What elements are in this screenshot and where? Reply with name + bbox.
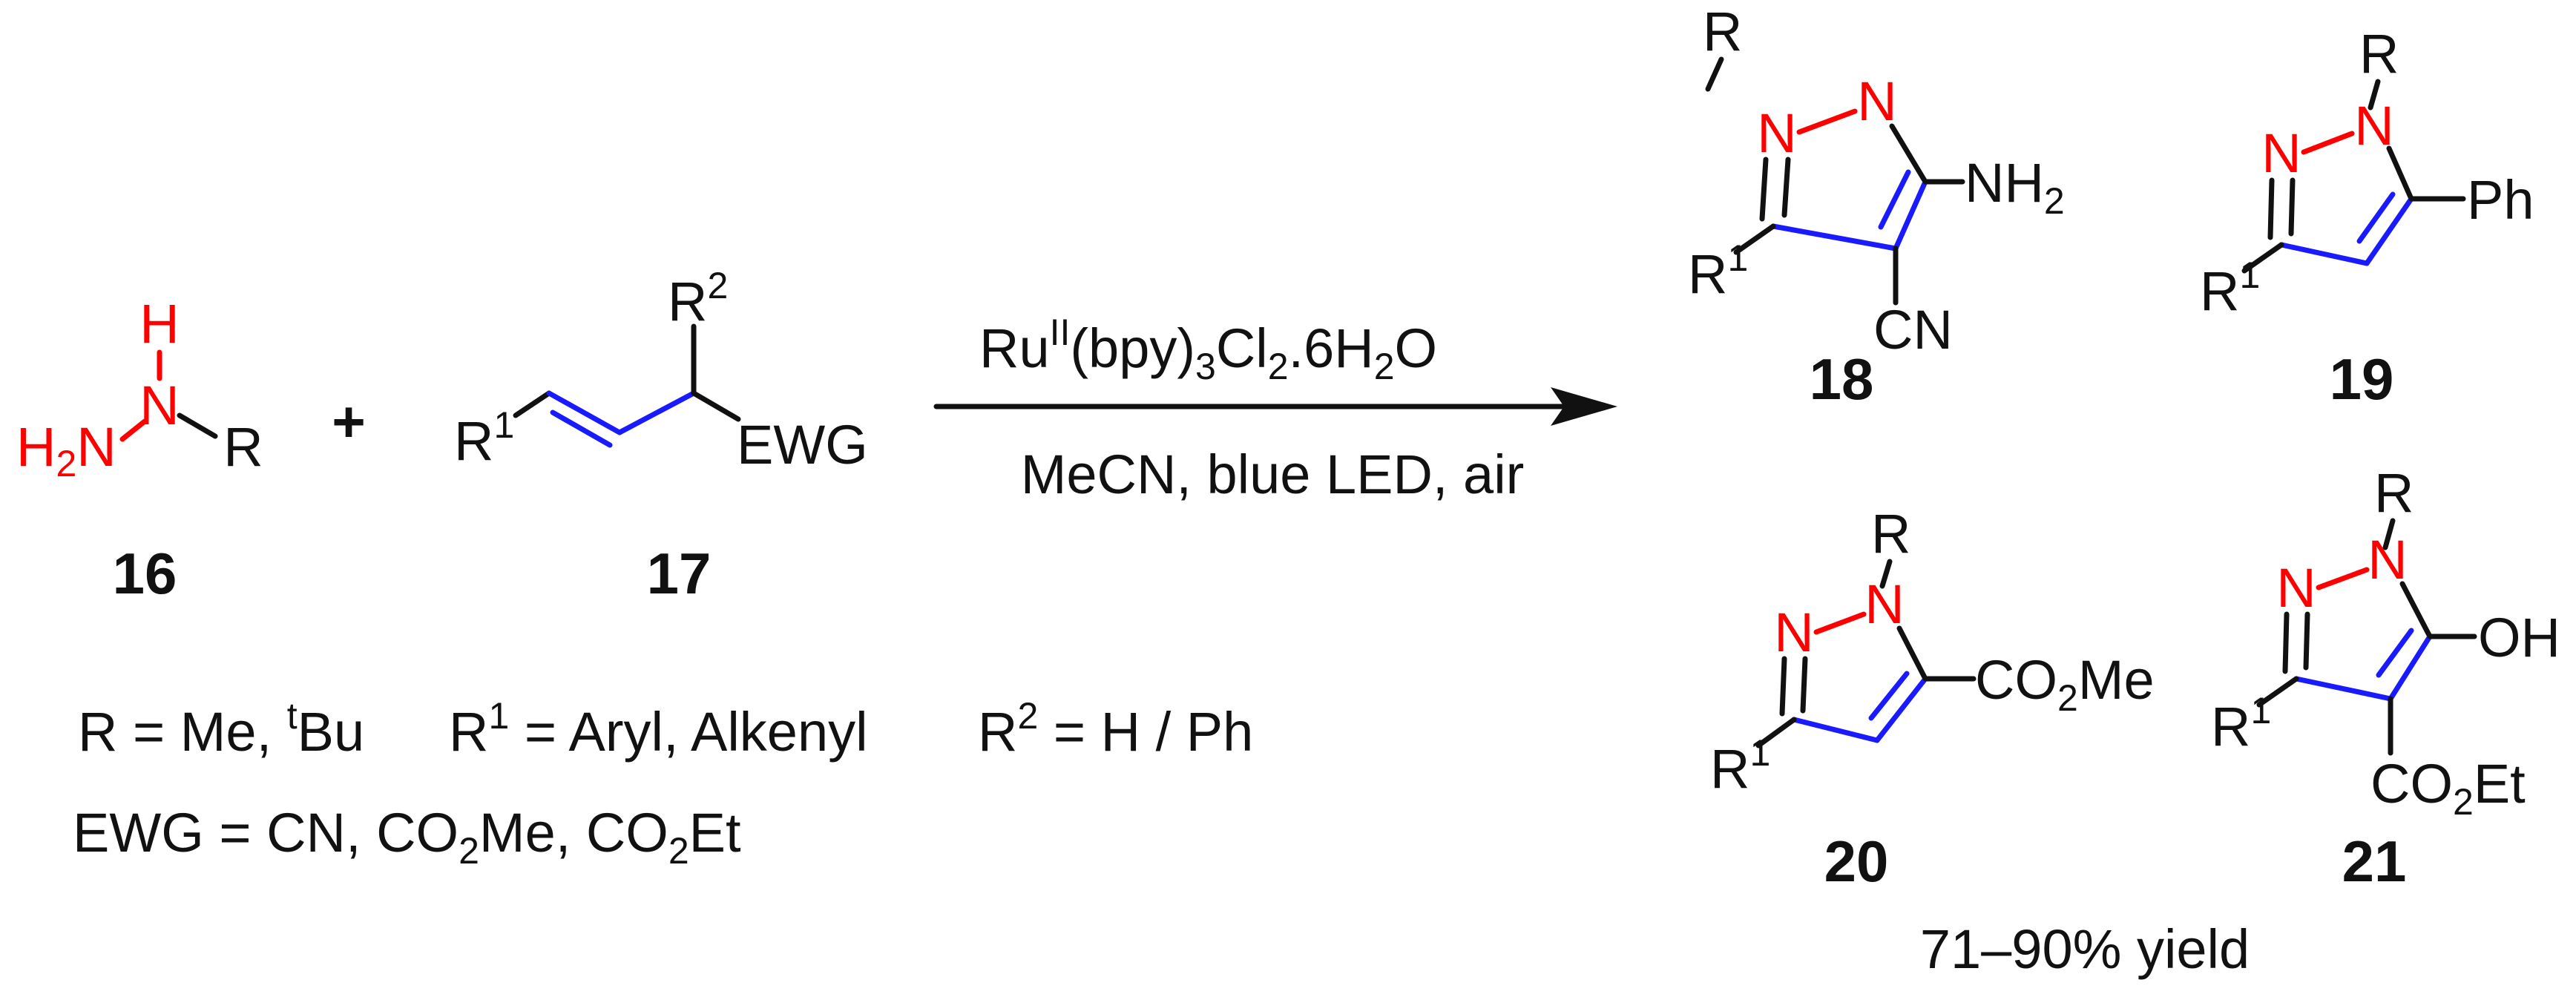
p20-c3-n-bond-b xyxy=(1800,656,1808,714)
definition-r: R = Me, tBu xyxy=(78,695,364,763)
p21-n-n-bond xyxy=(2316,567,2370,590)
compound-label-17: 17 xyxy=(647,541,712,606)
conditions-text: MeCN, blue LED, air xyxy=(1021,444,1525,505)
p21-n1-atom: N xyxy=(2368,529,2407,590)
p18-n2-atom: N xyxy=(1757,102,1796,164)
p21-c3-n-bond-a xyxy=(2282,611,2290,674)
p20-n1-c5-bond xyxy=(1896,625,1928,682)
p20-r-group: R xyxy=(1871,503,1910,565)
p21-n-r-bond xyxy=(2382,518,2396,550)
p19-n-r-bond xyxy=(2368,79,2381,111)
compound-label-20: 20 xyxy=(1824,829,1889,894)
p19-n1-c5-bond xyxy=(2386,145,2414,202)
product-20: R N N CO2Me R1 20 xyxy=(1710,503,2155,894)
definition-r1: R1 = Aryl, Alkenyl xyxy=(449,695,868,763)
hydrazine-h-atom: H xyxy=(139,293,179,355)
p20-c3-n-bond-a xyxy=(1779,656,1787,717)
p19-n1-atom: N xyxy=(2354,95,2393,157)
p19-c3-c4-bond xyxy=(2278,242,2370,266)
p18-r1-group: R1 xyxy=(1688,237,1748,305)
compound-label-16: 16 xyxy=(113,541,177,606)
p21-c3-c4-bond xyxy=(2293,676,2393,702)
reactant-17-alkene: R1 R2 EWG 17 xyxy=(454,265,868,606)
compound-label-21: 21 xyxy=(2342,829,2407,894)
p20-c3-c4-bond xyxy=(1791,717,1880,743)
p18-c4-c5-double xyxy=(1878,169,1911,230)
p21-c4-c5-double xyxy=(2376,628,2414,678)
yield-text: 71–90% yield xyxy=(1920,918,2250,980)
p18-c3-n-bond-b xyxy=(1781,157,1791,218)
definition-r2: R2 = H / Ph xyxy=(978,695,1253,763)
compound-label-18: 18 xyxy=(1810,346,1874,412)
n-n-bond xyxy=(119,418,148,442)
p19-c3-r1-bond xyxy=(2241,242,2284,274)
p19-r-group: R xyxy=(2359,23,2399,85)
product-18: R N N NH2 R1 CN 18 xyxy=(1688,1,2065,412)
p18-n1-atom: N xyxy=(1857,70,1896,132)
plus-sign: + xyxy=(332,389,366,454)
p18-c3-n-bond-a xyxy=(1759,157,1769,222)
hydrazine-nh-atom: N xyxy=(139,375,179,436)
reaction-arrow-head xyxy=(1551,387,1617,426)
p20-n1-atom: N xyxy=(1864,573,1904,635)
p20-n-n-bond xyxy=(1813,611,1867,635)
compound-label-19: 19 xyxy=(2330,346,2394,412)
p20-c4-c5-bond xyxy=(1874,676,1928,743)
p20-c4-c5-double xyxy=(1868,671,1910,721)
alkene-double-bond-outer xyxy=(546,390,622,435)
n-r-bond xyxy=(177,412,218,439)
p20-c3-r1-bond xyxy=(1755,717,1797,748)
p18-n1-c5-bond xyxy=(1889,123,1928,185)
p21-c4-c5-bond xyxy=(2388,634,2433,702)
p19-r1-group: R1 xyxy=(2200,254,2260,322)
allylic-bond xyxy=(617,390,697,435)
p19-n2-atom: N xyxy=(2261,122,2301,184)
p21-n1-c5-bond xyxy=(2399,581,2433,639)
p19-c3-n-bond-a xyxy=(2267,177,2275,240)
alkene-ewg-group: EWG xyxy=(737,414,868,476)
p19-c4-c5-double xyxy=(2356,191,2396,244)
p19-c3-n-bond-b xyxy=(2288,177,2296,237)
p19-ph-group: Ph xyxy=(2467,169,2534,231)
p18-c4-c5-bond xyxy=(1893,179,1928,251)
catalyst-text: RuII(bpy)3Cl2.6H2O xyxy=(979,312,1437,387)
p20-co2me-group: CO2Me xyxy=(1975,649,2155,719)
p21-c3-r1-bond xyxy=(2256,676,2299,708)
p21-co2et-group: CO2Et xyxy=(2370,753,2526,823)
reactant-16-hydrazine: H N H2N R 16 xyxy=(16,293,263,606)
p19-n-n-bond xyxy=(2301,131,2355,155)
p18-n-r-bond xyxy=(1705,56,1724,92)
reaction-arrow-group: RuII(bpy)3Cl2.6H2O MeCN, blue LED, air xyxy=(933,312,1617,505)
p20-r1-group: R1 xyxy=(1710,732,1770,800)
p21-r-group: R xyxy=(2374,462,2414,524)
p18-cn-group: CN xyxy=(1873,299,1953,361)
p18-c3-r1-bond xyxy=(1733,223,1776,255)
p18-r-group: R xyxy=(1703,1,1742,62)
r1-c-bond xyxy=(513,390,552,418)
p20-n-r-bond xyxy=(1879,559,1893,589)
alkene-r2-group: R2 xyxy=(668,265,728,332)
p21-c3-n-bond-b xyxy=(2303,611,2310,671)
c-ewg-bond xyxy=(691,390,741,422)
hydrazine-r-group: R xyxy=(223,416,263,478)
product-21: R N N OH R1 CO2Et 21 xyxy=(2211,462,2560,894)
p18-nh2-group: NH2 xyxy=(1965,152,2065,222)
product-19: R N N Ph R1 19 xyxy=(2200,23,2534,412)
substituent-definitions: R = Me, tBu R1 = Aryl, Alkenyl R2 = H / … xyxy=(73,695,1253,872)
p19-c4-c5-bond xyxy=(2364,196,2414,266)
definition-ewg: EWG = CN, CO2Me, CO2Et xyxy=(73,802,741,872)
p18-c3-c4-bond xyxy=(1770,223,1899,251)
p21-oh-group: OH xyxy=(2478,607,2560,668)
alkene-r1-group: R1 xyxy=(454,404,514,472)
p21-n2-atom: N xyxy=(2276,557,2316,619)
p18-n-n-bond xyxy=(1796,108,1858,135)
p20-n2-atom: N xyxy=(1774,602,1813,663)
p21-r1-group: R1 xyxy=(2211,690,2271,757)
hydrazine-h2n-group: H2N xyxy=(16,416,116,484)
alkene-double-bond-inner xyxy=(550,409,613,448)
